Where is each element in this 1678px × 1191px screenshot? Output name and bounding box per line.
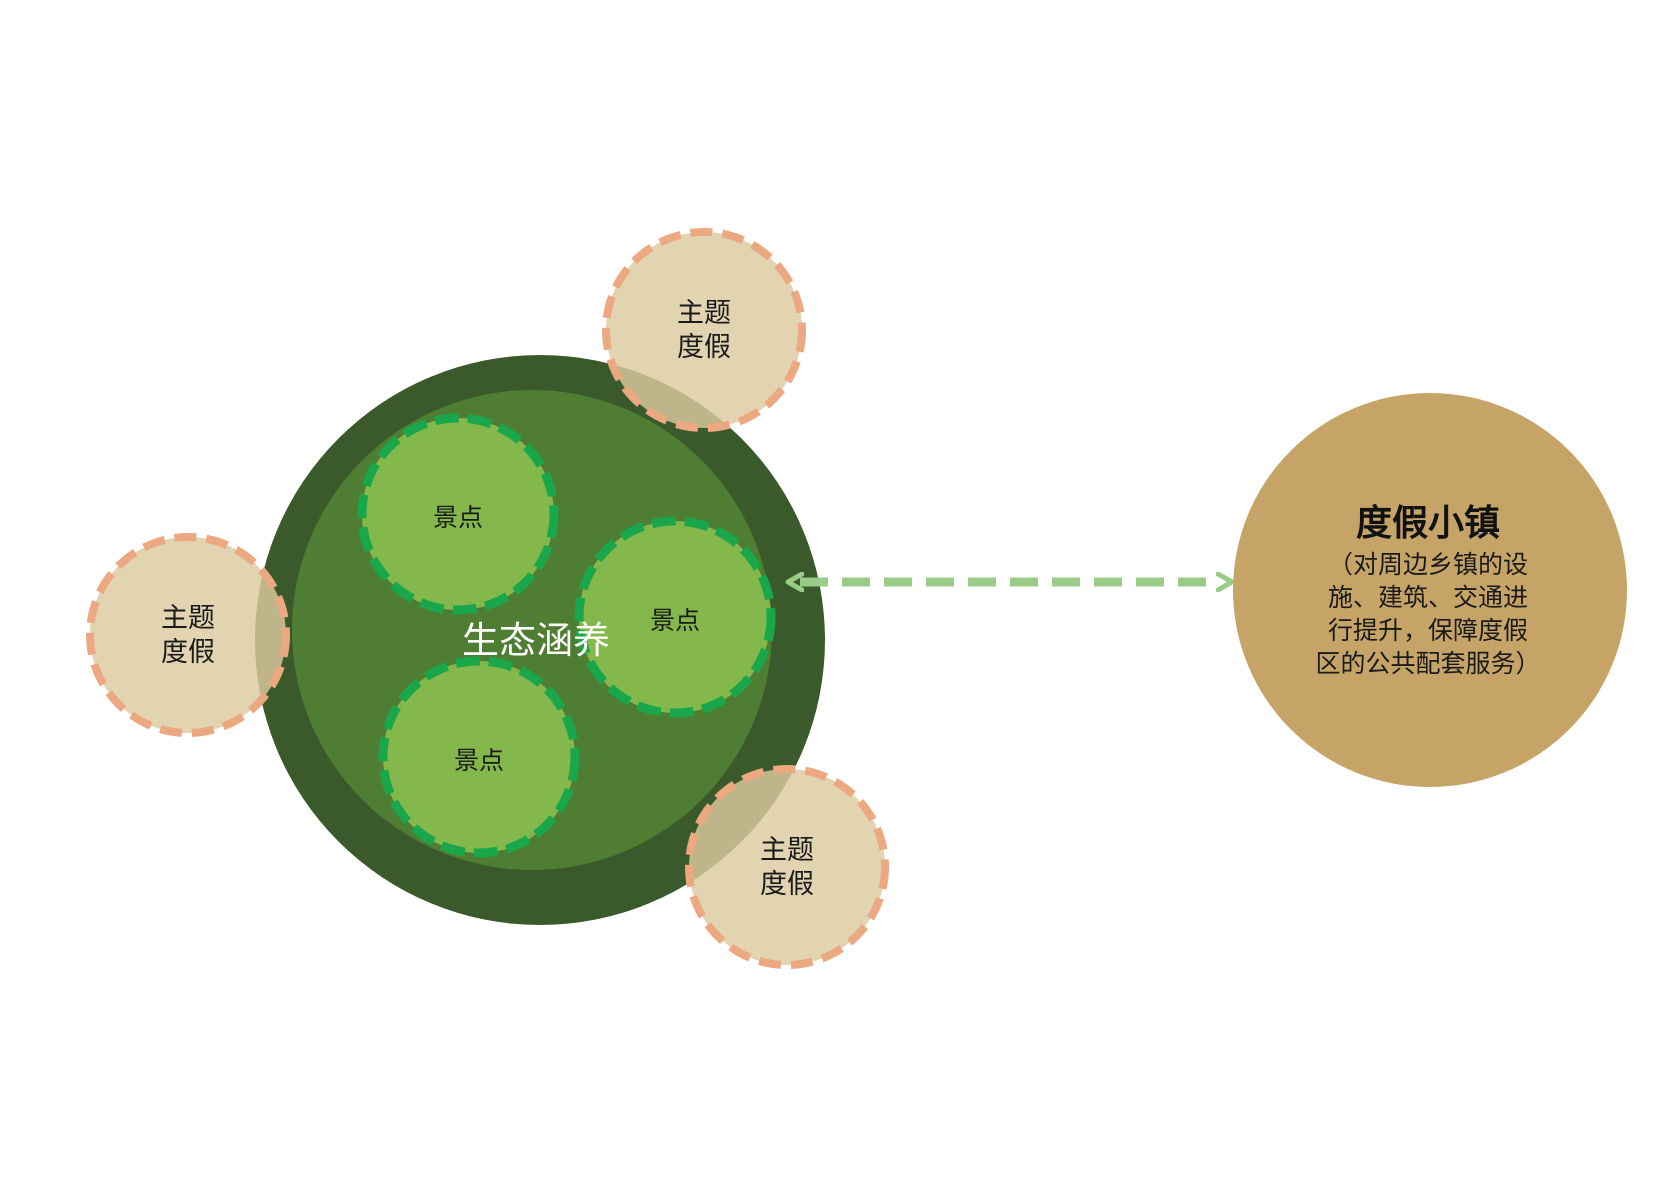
resort-node-label-line1: 主题 bbox=[677, 298, 731, 329]
resort-node-left: 主题 度假 bbox=[86, 533, 290, 737]
resort-town-desc-line3: 行提升，保障度假 bbox=[1328, 616, 1528, 645]
resort-node-circle bbox=[602, 228, 806, 432]
scenic-spot-3: 景点 bbox=[378, 656, 580, 858]
resort-node-label-line1: 主题 bbox=[161, 603, 215, 634]
core-zone-label: 生态涵养 bbox=[462, 619, 610, 662]
scenic-spot-label: 景点 bbox=[433, 503, 483, 532]
resort-town: 度假小镇 （对周边乡镇的设 施、建筑、交通进 行提升，保障度假 区的公共配套服务… bbox=[1233, 393, 1627, 787]
resort-town-desc-line2: 施、建筑、交通进 bbox=[1328, 583, 1528, 612]
resort-node-label-line2: 度假 bbox=[161, 637, 215, 668]
resort-town-desc-line1: （对周边乡镇的设 bbox=[1328, 550, 1528, 579]
resort-node-circle bbox=[685, 765, 889, 969]
scenic-spot-circle bbox=[357, 413, 559, 615]
resort-node-label-line2: 度假 bbox=[677, 332, 731, 363]
resort-node-circle bbox=[86, 533, 290, 737]
scenic-spot-1: 景点 bbox=[357, 413, 559, 615]
resort-node-top: 主题 度假 bbox=[602, 228, 806, 432]
resort-town-desc-line4: 区的公共配套服务） bbox=[1315, 649, 1540, 678]
scenic-spot-label: 景点 bbox=[650, 606, 700, 635]
resort-node-bottom: 主题 度假 bbox=[685, 765, 889, 969]
scenic-spot-label: 景点 bbox=[454, 746, 504, 775]
scenic-spot-circle bbox=[574, 516, 776, 718]
resort-town-title: 度假小镇 bbox=[1356, 503, 1500, 544]
resort-town-circle bbox=[1233, 393, 1627, 787]
scenic-spot-2: 景点 bbox=[574, 516, 776, 718]
resort-node-label-line2: 度假 bbox=[760, 869, 814, 900]
scenic-spot-circle bbox=[378, 656, 580, 858]
resort-node-label-line1: 主题 bbox=[760, 835, 814, 866]
